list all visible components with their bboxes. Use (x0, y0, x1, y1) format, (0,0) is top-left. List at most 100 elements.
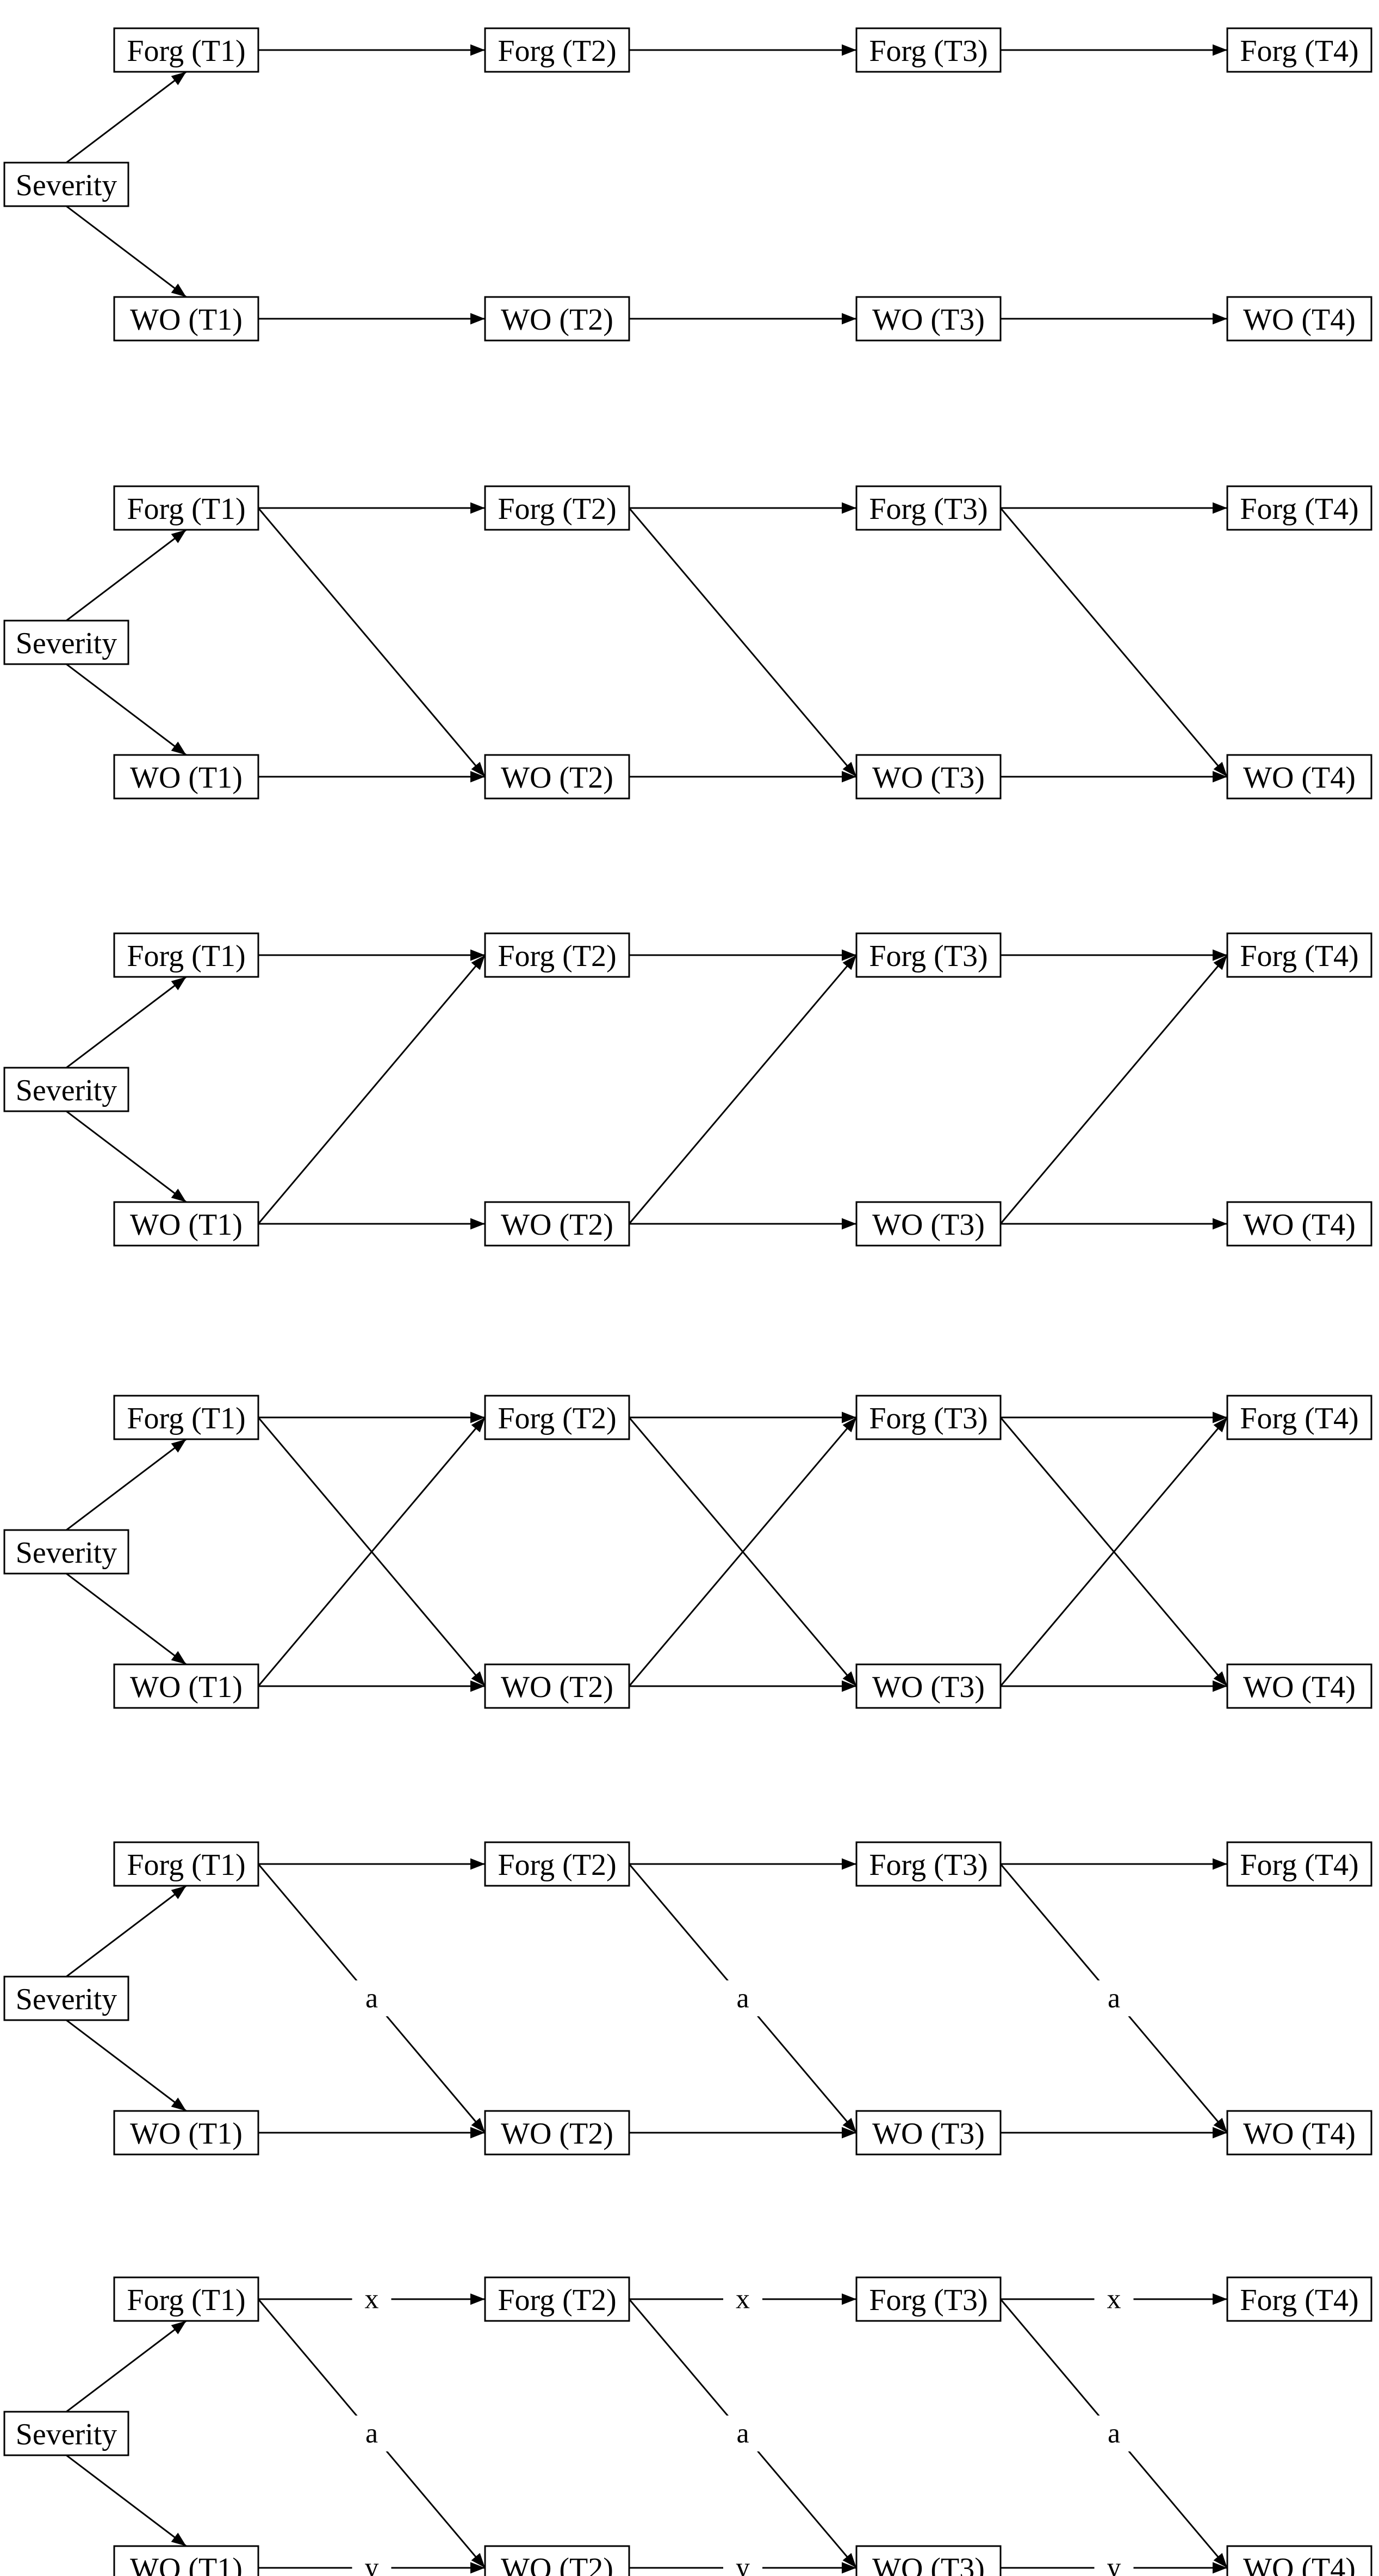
edge-wo-to-forg-t3-to-t4 (999, 955, 1228, 1224)
node-wo-t1-box (113, 296, 259, 342)
node-forg-t1: Forg (T1) (113, 485, 259, 531)
node-forg-t2: Forg (T2) (484, 932, 630, 978)
node-wo-t4-box (1226, 2545, 1372, 2576)
node-severity: Severity (3, 162, 129, 207)
edge-label-a-t1-to-t2-text: a (365, 1983, 378, 2014)
edge-label-x-t1-to-t2-text: x (365, 2284, 379, 2315)
node-wo-t3-label: WO (T3) (872, 1208, 985, 1242)
node-forg-t3-label: Forg (T3) (869, 939, 987, 973)
edge-label-y-t3-to-t4-text: y (1107, 2553, 1121, 2576)
node-forg-t3-box (855, 2276, 1002, 2322)
node-wo-t4-label: WO (T4) (1243, 2117, 1356, 2151)
node-wo-t2-box (484, 296, 630, 342)
node-forg-t1: Forg (T1) (113, 1395, 259, 1440)
node-wo-t2-box (484, 2545, 630, 2576)
edge-label-x-t2-to-t3-background (723, 2281, 762, 2317)
edge-label-a-t2-to-t3: a (723, 1980, 762, 2016)
edge-label-y-t2-to-t3-text: y (736, 2553, 750, 2576)
node-forg-t2-box (484, 932, 630, 978)
edge-label-a-t3-to-t4-background (1094, 2416, 1134, 2451)
node-wo-t1-box (113, 1201, 259, 1247)
edge-label-y-t1-to-t2: y (352, 2550, 392, 2576)
node-severity-box (3, 2411, 129, 2456)
node-forg-t1: Forg (T1) (113, 27, 259, 73)
node-forg-t3-box (855, 27, 1002, 73)
node-forg-t1-label: Forg (T1) (127, 2283, 245, 2317)
node-forg-t1-box (113, 932, 259, 978)
node-forg-t1-label: Forg (T1) (127, 492, 245, 526)
node-forg-t2: Forg (T2) (484, 485, 630, 531)
node-wo-t2-label: WO (T2) (501, 2117, 613, 2151)
node-forg-t2-label: Forg (T2) (498, 939, 616, 973)
node-severity-label: Severity (16, 1983, 117, 2016)
node-forg-t3-box (855, 1395, 1002, 1440)
node-wo-t2-box (484, 1663, 630, 1709)
node-forg-t3-label: Forg (T3) (869, 492, 987, 526)
edge-label-a-t1-to-t2-background (352, 2416, 392, 2451)
edge-severity-to-wo-t1 (66, 2454, 187, 2547)
edge-label-x-t1-to-t2-background (352, 2281, 392, 2317)
node-wo-t4: WO (T4) (1226, 2545, 1372, 2576)
node-wo-t3-label: WO (T3) (872, 2117, 985, 2151)
node-forg-t1-box (113, 27, 259, 73)
edge-label-y-t3-to-t4: y (1094, 2550, 1134, 2576)
node-forg-t4: Forg (T4) (1226, 2276, 1372, 2322)
node-wo-t3-label: WO (T3) (872, 1670, 985, 1704)
node-forg-t4-box (1226, 932, 1372, 978)
node-forg-t2-box (484, 485, 630, 531)
node-forg-t2-label: Forg (T2) (498, 1848, 616, 1882)
node-forg-t4-box (1226, 1395, 1372, 1440)
edge-severity-to-forg-t1 (66, 976, 187, 1069)
edge-label-a-t1-to-t2-text: a (365, 2418, 378, 2449)
node-severity: Severity (3, 620, 129, 665)
edge-label-a-t3-to-t4-text: a (1108, 2418, 1120, 2449)
node-forg-t3-label: Forg (T3) (869, 1848, 987, 1882)
node-wo-t4-box (1226, 2110, 1372, 2156)
node-wo-t2-label: WO (T2) (501, 1670, 613, 1704)
edge-label-a-t2-to-t3: a (723, 2416, 762, 2451)
node-wo-t4-label: WO (T4) (1243, 1208, 1356, 1242)
edge-wo-to-forg-t1-to-t2 (257, 955, 486, 1224)
node-forg-t4-box (1226, 27, 1372, 73)
node-wo-t1: WO (T1) (113, 2110, 259, 2156)
node-wo-t1-box (113, 754, 259, 800)
edge-label-a-t1-to-t2-background (352, 1980, 392, 2016)
node-wo-t4-label: WO (T4) (1243, 303, 1356, 337)
node-wo-t1-box (113, 2110, 259, 2156)
node-wo-t2-box (484, 754, 630, 800)
node-forg-t3-box (855, 1841, 1002, 1887)
edge-severity-to-forg-t1 (66, 1885, 187, 1978)
node-wo-t4-box (1226, 754, 1372, 800)
node-wo-t3-label: WO (T3) (872, 303, 985, 337)
node-wo-t1-label: WO (T1) (130, 761, 243, 795)
node-forg-t2-box (484, 2276, 630, 2322)
node-forg-t4-label: Forg (T4) (1240, 492, 1358, 526)
node-forg-t3: Forg (T3) (855, 932, 1002, 978)
edge-label-y-t1-to-t2-text: y (365, 2553, 379, 2576)
node-forg-t1: Forg (T1) (113, 1841, 259, 1887)
node-forg-t4-box (1226, 2276, 1372, 2322)
edge-label-x-t1-to-t2: x (352, 2281, 392, 2317)
edge-severity-to-forg-t1 (66, 1438, 187, 1531)
node-forg-t3: Forg (T3) (855, 1395, 1002, 1440)
node-forg-t2: Forg (T2) (484, 27, 630, 73)
node-wo-t1-label: WO (T1) (130, 1208, 243, 1242)
node-wo-t3-box (855, 296, 1002, 342)
edge-label-a-t2-to-t3-text: a (736, 1983, 749, 2014)
node-wo-t4-label: WO (T4) (1243, 2552, 1356, 2576)
node-forg-t2-label: Forg (T2) (498, 1402, 616, 1435)
node-severity-label: Severity (16, 2418, 117, 2451)
node-forg-t4-label: Forg (T4) (1240, 34, 1358, 68)
node-forg-t1-label: Forg (T1) (127, 34, 245, 68)
node-severity-box (3, 162, 129, 207)
node-forg-t2-label: Forg (T2) (498, 34, 616, 68)
node-severity-box (3, 1067, 129, 1112)
node-wo-t3-box (855, 1663, 1002, 1709)
node-forg-t2: Forg (T2) (484, 1841, 630, 1887)
node-severity: Severity (3, 2411, 129, 2456)
node-wo-t2-label: WO (T2) (501, 2552, 613, 2576)
node-severity: Severity (3, 1529, 129, 1575)
